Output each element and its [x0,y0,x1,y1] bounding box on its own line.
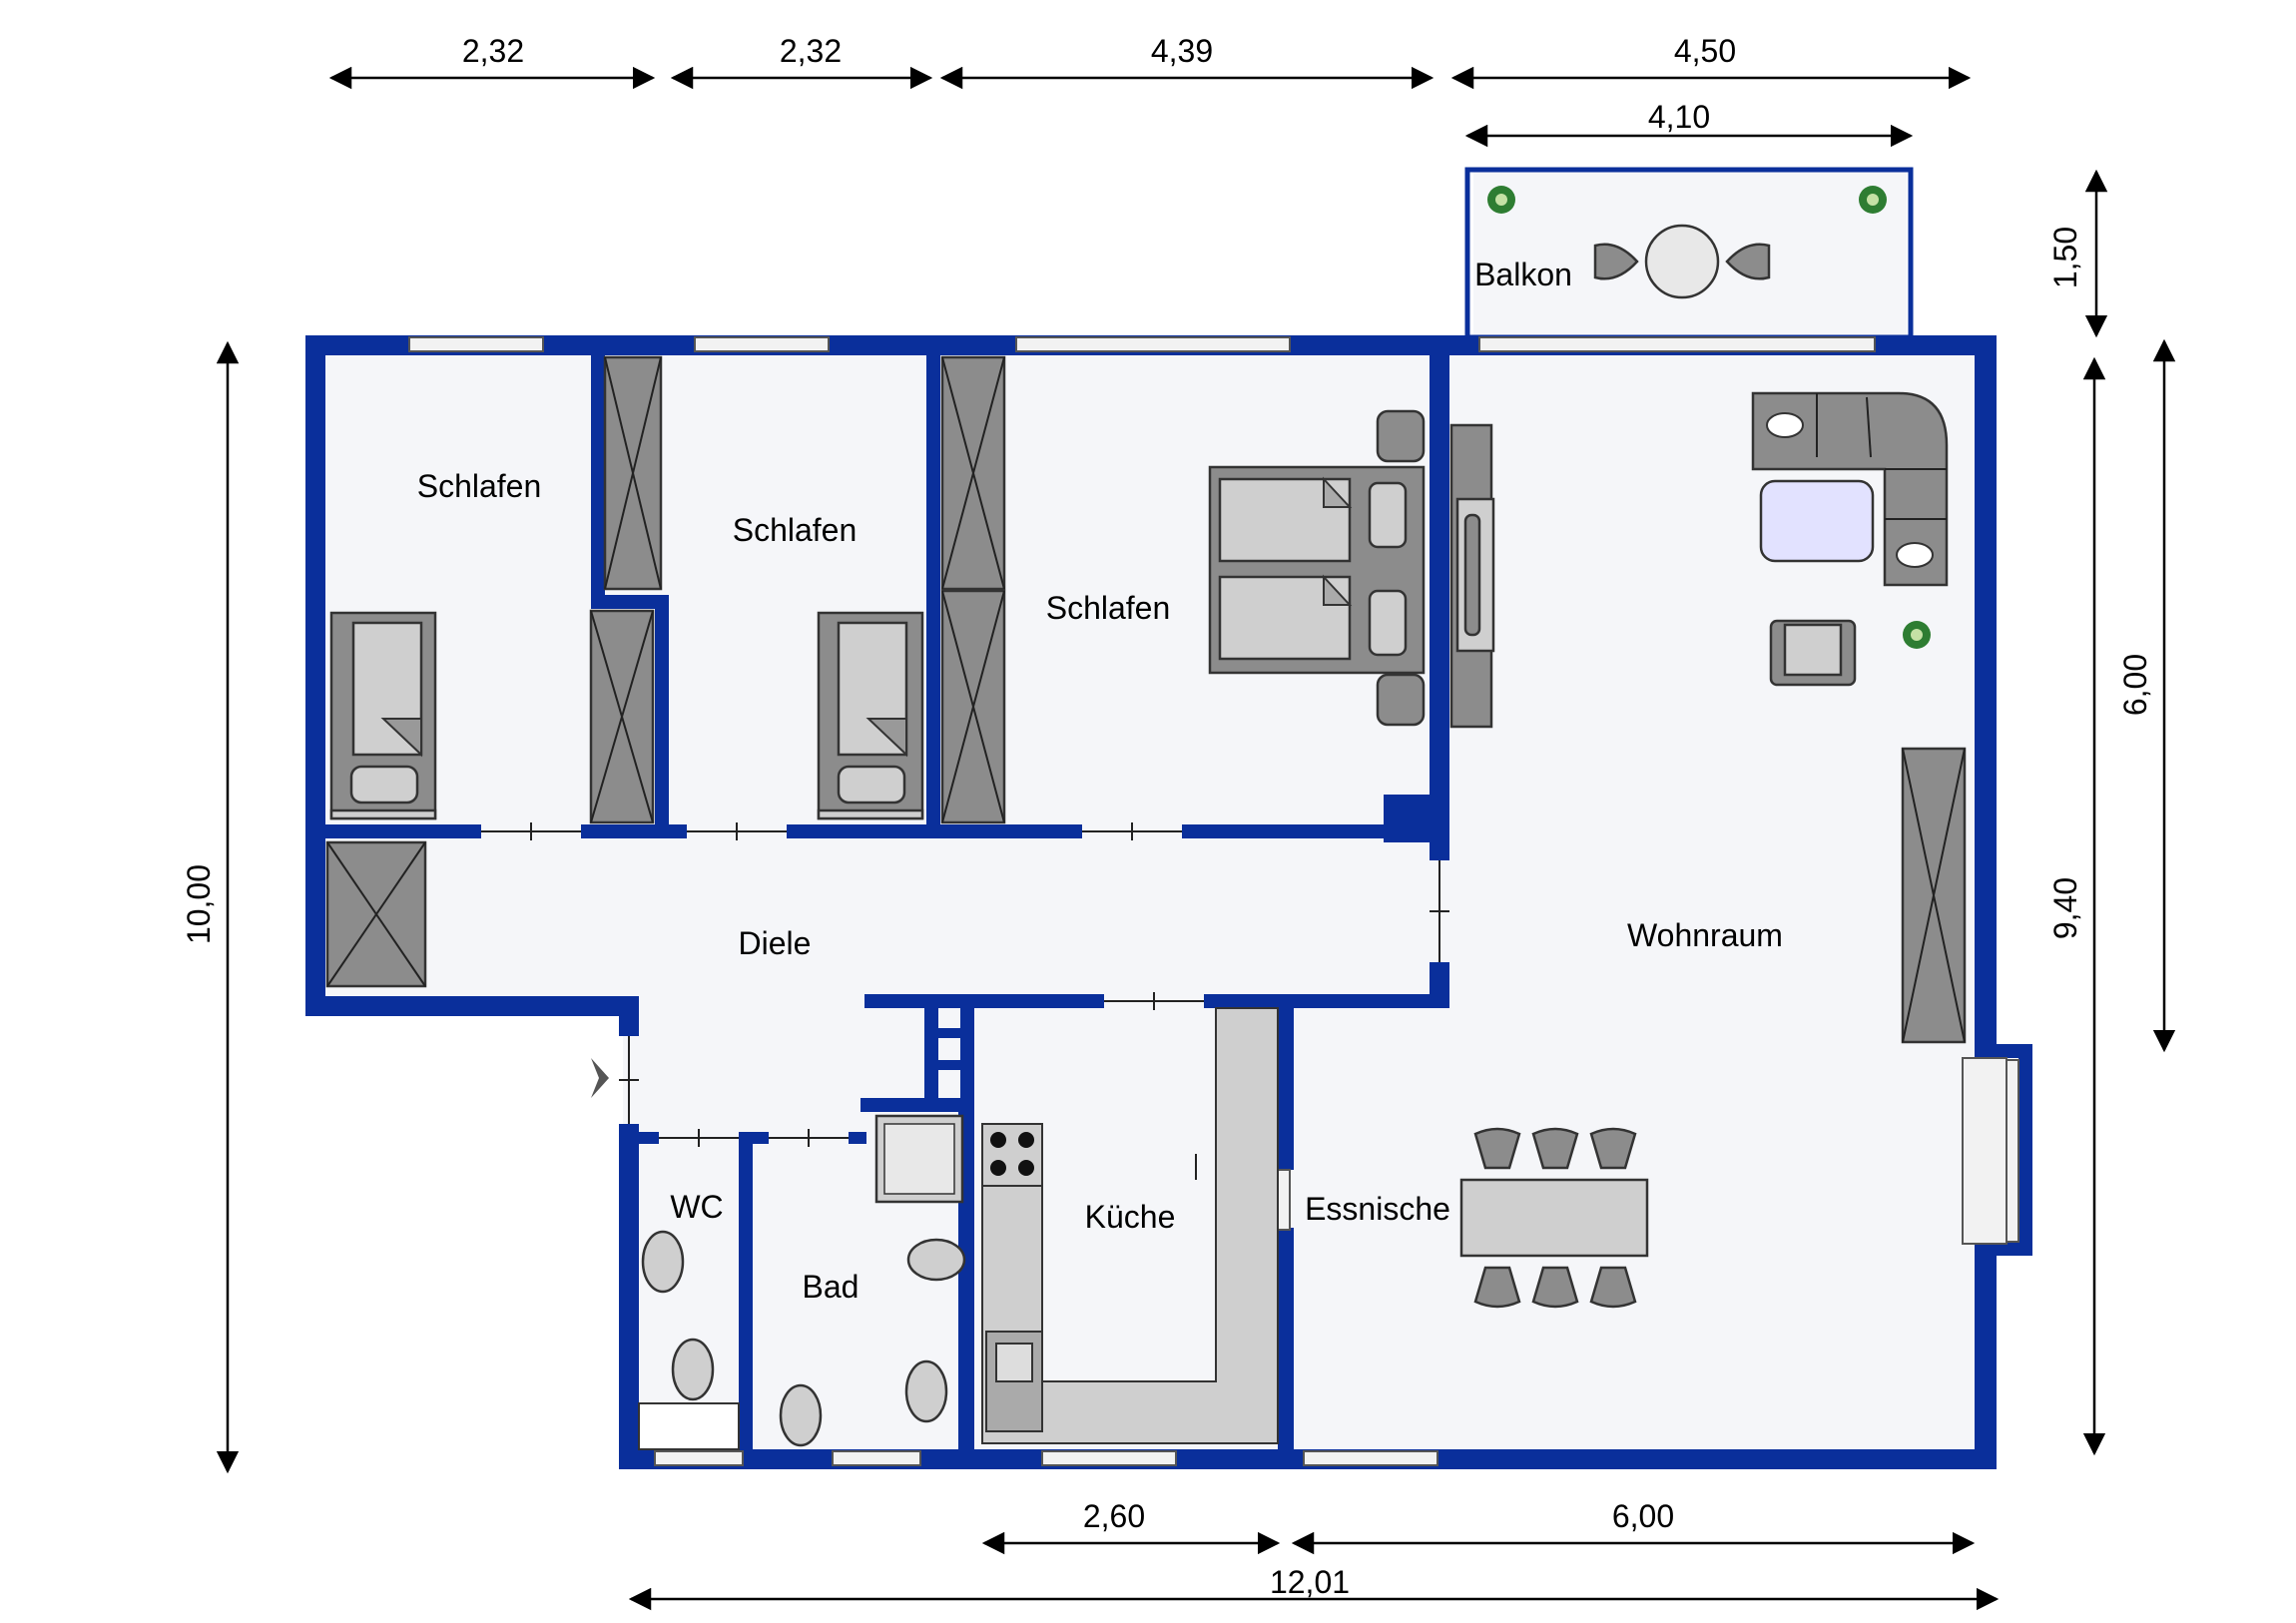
room-label: Küche [1085,1199,1176,1235]
room-labels: Schlafen Schlafen Schlafen Balkon Diele … [417,257,1783,1305]
balcony-furniture [1487,186,1887,299]
plant-icon [1859,186,1887,214]
wardrobe [603,355,663,591]
toilet [779,1383,823,1447]
windows [408,336,2019,1466]
room-label: Schlafen [417,468,542,504]
wardrobe [940,355,1006,591]
kitchen-furniture [981,1007,1279,1444]
balcony-chair [1593,243,1639,280]
toilet [904,1359,948,1423]
washbasin [641,1230,685,1294]
dimension-label: 2,60 [1083,1498,1145,1534]
dimension-label: 2,32 [780,33,842,69]
washbasin [906,1238,966,1282]
dimension-label: 4,10 [1648,99,1710,135]
room-label: Wohnraum [1627,917,1783,953]
entrance-arrow-icon [591,1058,609,1098]
dimension-label: 2,32 [462,33,524,69]
dimension-label: 9,40 [2047,877,2083,939]
single-bed [329,611,437,820]
door-markers [481,822,1449,1180]
dimension-label: 4,50 [1674,33,1736,69]
room-label: WC [670,1189,723,1225]
plant-icon [1487,186,1515,214]
room-label: Diele [739,925,812,961]
sanitary-fixtures [638,1114,966,1450]
wardrobe [589,609,655,824]
balcony-table [1644,224,1720,299]
living-furniture [1751,391,1949,687]
tv-cabinet [1449,423,1495,729]
room-label: Schlafen [1046,590,1171,626]
sofa [1751,391,1949,587]
wardrobes [325,355,1967,1044]
balcony-chair [1725,243,1771,280]
wardrobe [325,840,427,988]
dimension-label: 4,39 [1151,33,1213,69]
room-label: Balkon [1474,257,1572,292]
armchair [1769,619,1857,687]
room-label: Essnische [1305,1191,1450,1227]
dining-table [1459,1178,1649,1258]
dimension-label: 6,00 [1612,1498,1674,1534]
dimension-lines: 2,32 2,32 4,39 4,50 4,10 1,50 6,00 9,40 … [181,33,2176,1611]
double-bed [1208,409,1426,727]
dimension-label: 6,00 [2117,654,2153,716]
floors [315,172,1975,1457]
toilet [671,1338,715,1401]
dimension-label: 1,50 [2047,227,2083,288]
beds [329,409,1426,820]
plant-icon [1903,621,1931,649]
coffee-table [1759,479,1875,563]
dimension-label: 10,00 [181,864,217,944]
wardrobe [940,589,1006,824]
wardrobe [1901,747,1967,1044]
single-bed [817,611,924,820]
room-label: Bad [803,1269,860,1305]
room-label: Schlafen [733,512,858,548]
stove [981,1123,1043,1187]
dining-furniture [1459,1127,1649,1309]
dimension-label: 12,01 [1270,1564,1350,1600]
